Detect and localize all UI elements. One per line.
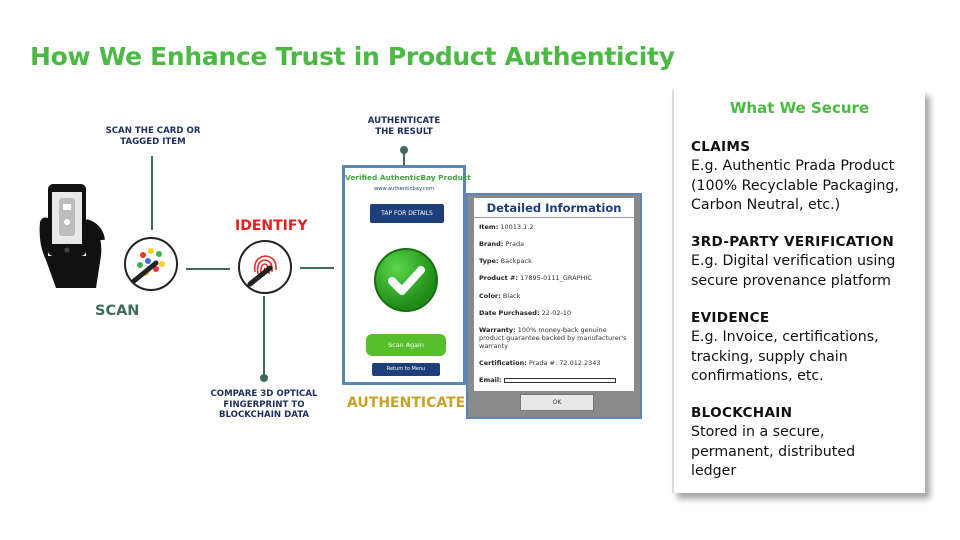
detail-label: Warranty: (479, 325, 516, 334)
identify-callout-line1: COMPARE 3D OPTICAL (210, 389, 318, 399)
slide-title: How We Enhance Trust in Product Authenti… (30, 42, 675, 71)
detail-label: Brand: (479, 240, 504, 249)
detail-row-date: Date Purchased: 22-02-10 (479, 309, 630, 317)
authenticate-connector-vertical (403, 150, 405, 166)
scan-callout-line1: SCAN THE CARD OR (105, 126, 201, 136)
section-line: Stored in a secure, (691, 424, 825, 440)
authenticate-label: AUTHENTICATE (347, 395, 466, 411)
detail-value: Prada (505, 240, 525, 249)
section-blockchain: BLOCKCHAIN Stored in a secure, permanent… (691, 404, 921, 482)
detail-row-brand: Brand: Prada (479, 240, 630, 248)
scan-label: SCAN (95, 303, 140, 319)
detail-value: 10013.1.2 (500, 223, 534, 231)
detail-row-type: Type: Backpack (479, 257, 630, 265)
detail-value: Backpack (500, 257, 532, 266)
authenticate-callout-line1: AUTHENTICATE (367, 116, 441, 126)
scan-callout: SCAN THE CARD OR TAGGED ITEM (95, 126, 211, 147)
scan-again-button[interactable]: Scan Again (366, 334, 446, 356)
detail-value: 22-02-10 (541, 308, 572, 317)
detail-rows: Item: 10013.1.2 Brand: Prada Type: Backp… (479, 223, 630, 393)
identify-callout: COMPARE 3D OPTICAL FINGERPRINT TO BLOCKC… (208, 389, 320, 421)
detail-value: Prada #: 72.012.2343 (528, 359, 601, 368)
detailed-information-body: Detailed Information Item: 10013.1.2 Bra… (474, 198, 634, 391)
detail-row-color: Color: Black (479, 292, 630, 300)
identify-label: IDENTIFY (235, 218, 308, 234)
authenticate-callout: AUTHENTICATE THE RESULT (356, 116, 452, 137)
section-heading: EVIDENCE (691, 310, 770, 326)
detail-value: 17895-0111_GRAPHIC (520, 274, 592, 283)
detail-value: Black (502, 291, 521, 300)
checkmark-icon (374, 248, 438, 312)
section-heading: CLAIMS (691, 139, 751, 155)
return-to-menu-button[interactable]: Return to Menu (372, 363, 440, 376)
section-verification: 3RD-PARTY VERIFICATION E.g. Digital veri… (691, 233, 921, 291)
identify-callout-line2: FINGERPRINT TO (223, 399, 305, 410)
section-line: ledger (691, 463, 737, 479)
verified-product-url: www.authenticbay.com (373, 186, 435, 192)
identify-callout-line3: BLOCKCHAIN DATA (218, 410, 310, 421)
section-heading: 3RD-PARTY VERIFICATION (691, 234, 895, 250)
detail-row-warranty: Warranty: 100% money-back genuine produc… (479, 326, 630, 350)
what-we-secure-panel: What We Secure CLAIMS E.g. Authentic Pra… (672, 90, 925, 493)
section-line: secure provenance platform (691, 272, 892, 289)
detailed-information-heading: Detailed Information (474, 198, 634, 218)
detailed-information-dialog: Detailed Information Item: 10013.1.2 Bra… (466, 193, 642, 419)
detail-label: Certification: (479, 359, 527, 368)
identify-connector-dot (260, 374, 268, 382)
verified-product-screen: Verified AuthenticBay Product www.authen… (342, 165, 471, 385)
hand-holding-phone-icon (39, 184, 105, 288)
panel-title: What We Secure (729, 99, 870, 117)
detail-label: Email: (479, 376, 502, 385)
section-line: E.g. Invoice, certifications, (691, 329, 879, 345)
scan-callout-line2: TAGGED ITEM (120, 136, 186, 147)
identify-connector-vertical (263, 296, 265, 376)
detail-value: 100% money-back genuine product guarante… (479, 325, 627, 350)
authenticate-callout-line2: THE RESULT (375, 126, 433, 137)
section-line: Carbon Neutral, etc.) (691, 197, 841, 213)
verified-product-title: Verified AuthenticBay Product (345, 173, 471, 182)
detail-label: Color: (479, 291, 501, 300)
detail-label: Product #: (479, 274, 518, 283)
section-line: confirmations, etc. (691, 368, 824, 384)
detail-label: Date Purchased: (479, 308, 540, 317)
tap-for-details-button[interactable]: TAP FOR DETAILS (370, 204, 444, 223)
detail-row-email: Email: (479, 376, 630, 384)
identify-authenticate-connector (300, 267, 334, 269)
fingerprint-icon (238, 240, 292, 294)
detail-row-item: Item: 10013.1.2 (479, 223, 630, 231)
section-line: E.g. Digital verification using (691, 253, 896, 269)
scan-dots-icon (124, 237, 178, 291)
section-line: E.g. Authentic Prada Product (691, 158, 895, 174)
detail-row-product: Product #: 17895-0111_GRAPHIC (479, 274, 630, 282)
section-claims: CLAIMS E.g. Authentic Prada Product (100… (691, 138, 921, 216)
email-redacted-bar (503, 377, 616, 383)
section-evidence: EVIDENCE E.g. Invoice, certifications, t… (691, 309, 921, 387)
section-heading: BLOCKCHAIN (691, 405, 793, 421)
scan-connector-vertical (151, 156, 153, 230)
detail-label: Item: (479, 223, 499, 231)
detail-row-certification: Certification: Prada #: 72.012.2343 (479, 359, 630, 367)
detail-label: Type: (479, 257, 499, 266)
section-line: (100% Recyclable Packaging, (691, 177, 899, 194)
section-line: tracking, supply chain (691, 348, 848, 365)
section-line: permanent, distributed (691, 443, 856, 460)
scan-identify-connector (186, 268, 230, 270)
ok-button[interactable]: OK (520, 394, 594, 411)
